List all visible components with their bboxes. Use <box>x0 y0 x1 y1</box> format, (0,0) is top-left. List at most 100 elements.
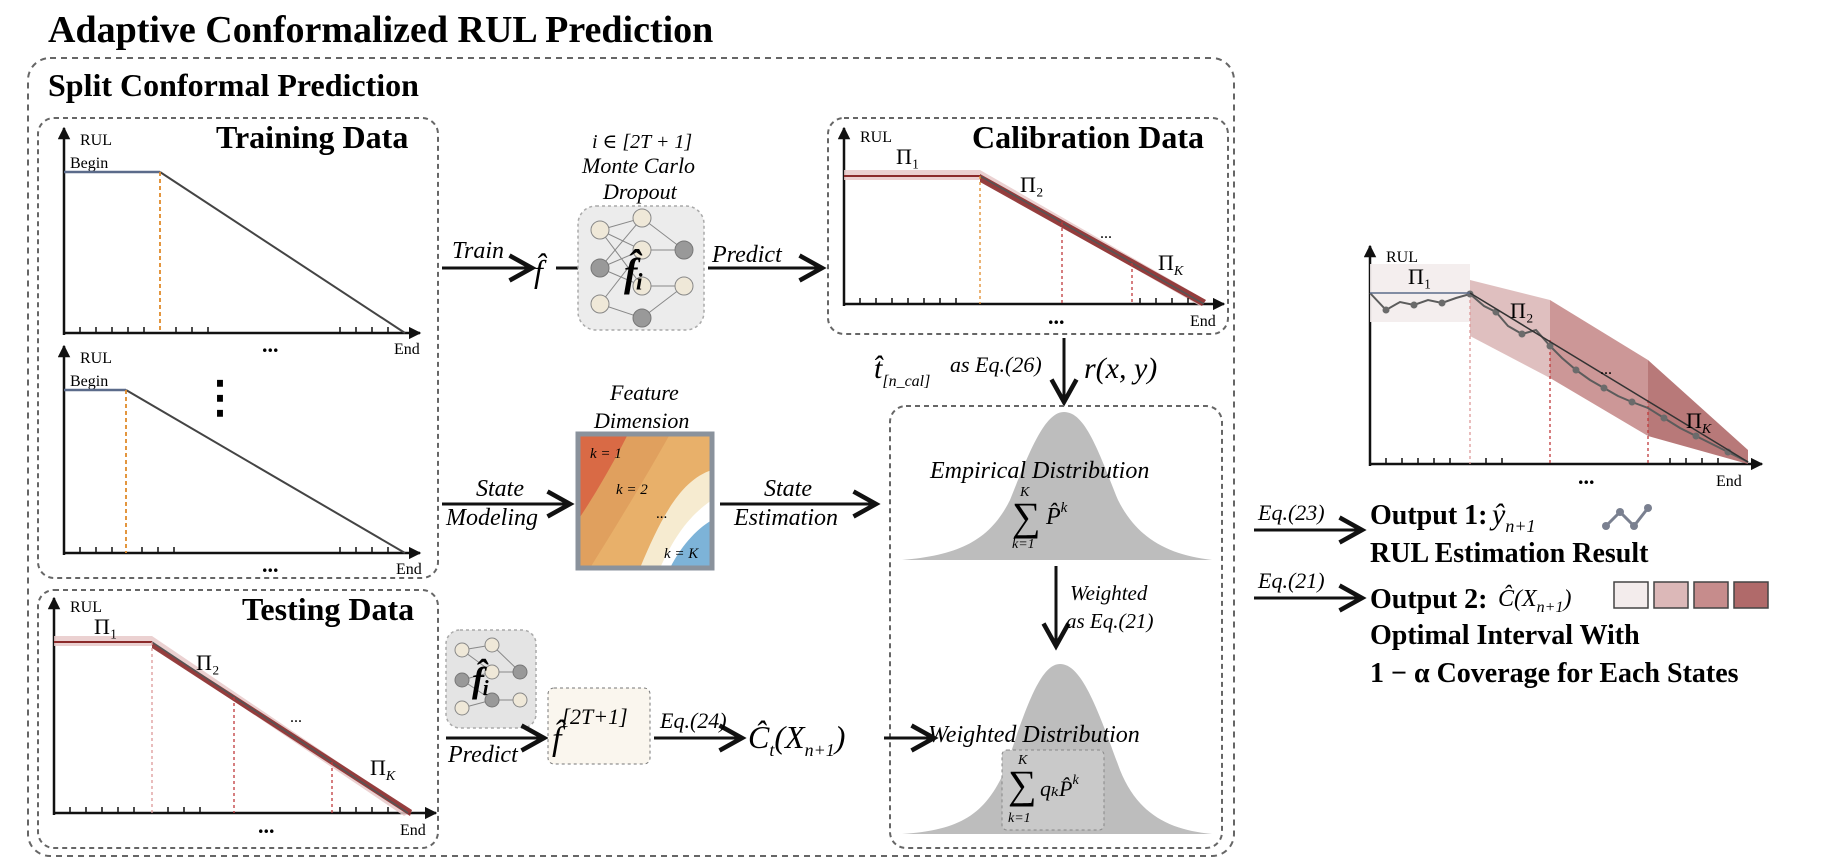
stage-piK-label: ΠK <box>1158 250 1184 279</box>
output1-label: Output 1: <box>1370 500 1487 531</box>
axis-begin-label: Begin <box>70 373 108 390</box>
svg-text:∑: ∑ <box>1012 494 1041 539</box>
interval-c-hat: Ĉt(Xn+1) <box>748 719 845 760</box>
svg-text:k=1: k=1 <box>1012 537 1035 552</box>
testing-data-title: Testing Data <box>242 591 414 627</box>
axis-rul-label: RUL <box>860 129 892 146</box>
weighted-label-2: as Eq.(21) <box>1066 609 1154 633</box>
testing-plot: RUL Π₁ Π₂ ... ΠK ... End <box>47 596 438 839</box>
training-data-box <box>37 117 439 579</box>
stage-pi1-label: Π₁ <box>1408 264 1432 289</box>
stage-dots: ... <box>290 709 302 726</box>
output2-description-2: 1 − α Coverage for Each States <box>1370 658 1739 689</box>
axis-dots: ... <box>262 552 279 577</box>
state-estimation-label-1: State <box>764 476 812 502</box>
weighted-sum-formula: K ∑ k=1 qₖP̂k <box>1001 749 1105 831</box>
output2-description-1: Optimal Interval With <box>1370 620 1640 651</box>
swatch-stage-2 <box>1653 581 1689 609</box>
axis-dots: ... <box>262 332 279 357</box>
mc-dropout-network-icon: f̂ᵢ <box>577 205 705 331</box>
state-modeling-label-2: Modeling <box>445 505 538 531</box>
calibration-plot: RUL Π₁ Π₂ ... ΠK ... End <box>837 126 1226 330</box>
test-predict-label: Predict <box>447 742 519 768</box>
as-eq26-label: as Eq.(26) <box>950 352 1042 377</box>
output2-label: Output 2: <box>1370 584 1487 615</box>
vertical-dots: ⋮ <box>198 373 242 422</box>
cluster-dots: ... <box>656 506 667 522</box>
train-arrow-label: Train <box>452 238 504 264</box>
svg-text:K: K <box>1017 753 1028 768</box>
output-plot: RUL Π₁ Π₂ ... ΠK .. <box>1363 244 1764 490</box>
stage-dots: ... <box>1600 361 1612 378</box>
axis-end-label: End <box>400 822 426 839</box>
output1-symbol: ŷn+1 <box>1489 498 1535 536</box>
svg-text:f̂[2T+1]: f̂[2T+1] <box>552 704 628 758</box>
feature-dimension-line2: Dimension <box>593 408 689 433</box>
axis-end-label: End <box>1190 313 1216 330</box>
split-section-title: Split Conformal Prediction <box>48 67 419 103</box>
predict-arrow-label: Predict <box>711 242 783 268</box>
axis-end-label: End <box>394 341 420 358</box>
model-f-hat: f̂ <box>534 253 547 289</box>
stage-piK-label: ΠK <box>370 755 396 784</box>
state-clusters-map: k = 1 k = 2 ... k = K <box>575 431 715 571</box>
calibration-data-box <box>827 117 1229 335</box>
swatch-stage-3 <box>1693 581 1729 609</box>
training-data-title: Training Data <box>216 119 408 155</box>
interval-swatches <box>1613 581 1769 609</box>
t-hat-label: t̂[n_cal] <box>874 352 930 390</box>
stage-pi1-label: Π₁ <box>896 144 920 169</box>
stage-pi2-label: Π₂ <box>1510 298 1534 323</box>
r-xy-label: r(x, y) <box>1084 352 1157 385</box>
axis-end-label: End <box>396 561 422 578</box>
svg-text:k=1: k=1 <box>1008 811 1031 826</box>
split-conformal-box <box>27 57 1235 857</box>
axis-end-label: End <box>1716 473 1742 490</box>
stage-pi2-label: Π₂ <box>1020 172 1044 197</box>
axis-dots: ... <box>258 813 275 838</box>
eq21-label: Eq.(21) <box>1257 568 1325 593</box>
swatch-stage-1 <box>1613 581 1649 609</box>
model-f-i: f̂ᵢ <box>472 658 490 700</box>
cluster-k1-label: k = 1 <box>590 446 622 462</box>
training-plot-2: RUL Begin ... End <box>57 344 422 578</box>
weighted-distribution-label: Weighted Distribution <box>928 722 1140 748</box>
diagram-title: Adaptive Conformalized RUL Prediction <box>48 9 713 51</box>
cluster-kK-label: k = K <box>664 546 699 562</box>
calibration-data-title: Calibration Data <box>972 119 1204 155</box>
output2-symbol: Ĉ(Xn+1) <box>1498 585 1571 616</box>
distribution-box <box>889 405 1223 849</box>
eq23-label: Eq.(23) <box>1257 500 1325 525</box>
state-estimation-label-2: Estimation <box>733 505 838 531</box>
svg-text:K: K <box>1019 485 1030 500</box>
axis-dots: ... <box>1578 464 1595 489</box>
swatch-stage-4 <box>1733 581 1769 609</box>
mc-index-range: i ∈ [2T + 1] <box>592 131 692 153</box>
model-f-i: f̂ᵢ <box>624 248 644 295</box>
axis-begin-label: Begin <box>70 155 108 172</box>
weighted-label-1: Weighted <box>1070 581 1148 605</box>
axis-rul-label: RUL <box>80 132 112 149</box>
stage-dots: ... <box>1100 225 1112 242</box>
test-model-icon: f̂ᵢ <box>445 629 537 729</box>
stage-pi2-label: Π₂ <box>196 650 220 675</box>
ensemble-box: f̂[2T+1] <box>547 687 651 765</box>
output1-description: RUL Estimation Result <box>1370 538 1649 569</box>
svg-text:qₖP̂k: qₖP̂k <box>1040 773 1079 801</box>
mc-label-line2: Dropout <box>602 179 678 204</box>
axis-dots: ... <box>1048 304 1065 329</box>
empirical-sum-formula: K ∑ k=1 P̂k <box>1012 485 1068 552</box>
empirical-distribution-label: Empirical Distribution <box>929 458 1149 484</box>
svg-text:∑: ∑ <box>1008 762 1037 807</box>
stage-pi1-label: Π₁ <box>94 614 118 639</box>
testing-data-box <box>37 589 439 849</box>
svg-text:P̂k: P̂k <box>1045 500 1068 530</box>
empirical-distribution-curve <box>902 412 1212 560</box>
feature-dimension-line1: Feature <box>609 380 679 405</box>
output1-line-icon <box>1602 504 1652 530</box>
state-modeling-label-1: State <box>476 476 524 502</box>
training-plot-1: RUL Begin ... End <box>57 126 422 358</box>
axis-rul-label: RUL <box>70 599 102 616</box>
axis-rul-label: RUL <box>80 350 112 367</box>
weighted-distribution-curve <box>902 664 1212 834</box>
